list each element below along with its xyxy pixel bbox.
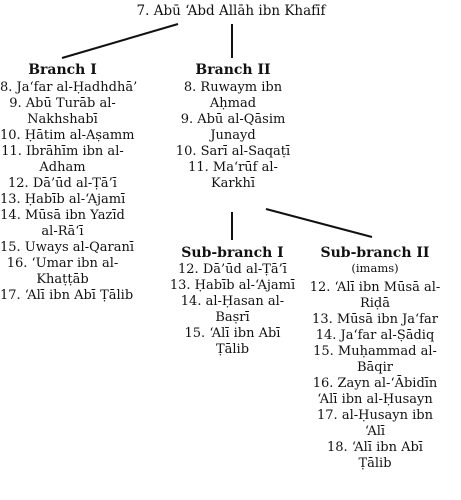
branch-1-entry-line: 13. Ḥabīb al-‘Ajamī xyxy=(0,192,126,207)
branch-1-entry: 16. ‘Umar ibn al-Khaṭṭāb xyxy=(0,256,125,288)
branch-2-entry-line: 10. Sarī al-Saqaṭī xyxy=(175,144,291,159)
branch-1-entry-line: 14. Mūsā ibn Yazīd xyxy=(0,208,125,223)
branch-1-entry: 17. ‘Alī ibn Abī Ṭālib xyxy=(0,288,134,304)
sub-branch-1-entry-line: 15. ‘Alī ibn Abī xyxy=(184,326,281,341)
sub-branch-2-title-text: Sub-branch II xyxy=(320,245,430,261)
sub-branch-2-entry-line: 13. Mūsā ibn Ja‘far xyxy=(312,312,438,327)
branch-1-entry-line: 9. Abū Turāb al- xyxy=(9,96,116,111)
branch-2-entry-line: 8. Ruwaym ibn xyxy=(183,80,283,95)
sub-branch-1-title: Sub-branch I xyxy=(165,245,300,262)
branch-2-title: Branch II xyxy=(168,62,298,79)
branch-1-entry-line: 10. Ḥātim al-Aṣamm xyxy=(0,128,135,143)
sub-branch-1-entry-line: 13. Ḥabīb al-‘Ajamī xyxy=(169,278,296,293)
sub-branch-2-entry-line: 17. al-Ḥusayn ibn xyxy=(317,408,433,423)
branch-2-title-text: Branch II xyxy=(195,62,271,78)
sub-branch-2-entry-line: Riḍā xyxy=(359,296,391,311)
branch-1-entry: 13. Ḥabīb al-‘Ajamī xyxy=(0,192,125,208)
branch-2-entry: 11. Ma‘rūf al-Karkhī xyxy=(168,160,298,192)
root-node: 7. Abū ‘Abd Allāh ibn Khafīf xyxy=(100,3,362,19)
branch-1-entry: 10. Ḥātim al-Aṣamm xyxy=(0,128,135,144)
connector-branch-2-to-sub-branch-2 xyxy=(265,208,373,238)
sub-branch-1-entry-line: Baṣrī xyxy=(215,310,250,325)
branch-1-entry-line: 17. ‘Alī ibn Abī Ṭālib xyxy=(0,288,134,303)
sub-branch-2-entry: 12. ‘Alī ibn Mūsā al-Riḍā xyxy=(300,280,450,312)
sub-branch-1-entry: 12. Dā’ūd al-Ṭā’ī xyxy=(165,262,300,278)
sub-branch-2-entry-line: ‘Alī xyxy=(364,424,386,439)
connector-root-to-branch-1 xyxy=(61,23,179,59)
branch-2-entry-line: Karkhī xyxy=(210,176,256,191)
sub-branch-1-entry: 14. al-Ḥasan al-Baṣrī xyxy=(165,294,300,326)
sub-branch-2-entry-line: Bāqir xyxy=(357,360,393,375)
branch-1-list: 8. Ja‘far al-Ḥadhdhā’9. Abū Turāb al-Nak… xyxy=(0,80,138,304)
branch-2-entry: 10. Sarī al-Saqaṭī xyxy=(168,144,298,160)
sub-branch-1-title-text: Sub-branch I xyxy=(181,245,284,261)
branch-2-entry-line: Aḥmad xyxy=(209,96,257,111)
sub-branch-2-subtitle: (imams) xyxy=(300,262,450,275)
sub-branch-2-entry: 14. Ja‘far al-Ṣādiq xyxy=(300,328,450,344)
branch-1-title: Branch I xyxy=(0,62,125,79)
sub-branch-2-entry: 17. al-Ḥusayn ibn‘Alī xyxy=(300,408,450,440)
branch-1-entry-line: Adham xyxy=(39,160,86,175)
sub-branch-2-entry-line: 18. ‘Alī ibn Abī xyxy=(327,440,423,455)
branch-1-entry-line: 12. Dā’ūd al-Ṭā’ī xyxy=(8,176,117,191)
sub-branch-2-title: Sub-branch II xyxy=(300,245,450,262)
sub-branch-2-entry-line: 14. Ja‘far al-Ṣādiq xyxy=(315,328,435,343)
branch-1-entry-line: Nakhshabī xyxy=(27,112,98,127)
branch-1-entry: 8. Ja‘far al-Ḥadhdhā’ xyxy=(0,80,138,96)
branch-1-title-text: Branch I xyxy=(28,62,97,78)
sub-branch-2-entry-line: ‘Alī ibn al-Ḥusayn xyxy=(317,392,433,407)
sub-branch-2-entry: 15. Muḥammad al-Bāqir xyxy=(300,344,450,376)
branch-1-entry-line: 15. Uways al-Qaranī xyxy=(0,240,134,255)
sub-branch-1-entry: 13. Ḥabīb al-‘Ajamī xyxy=(165,278,300,294)
sub-branch-1-entry-line: 12. Dā’ūd al-Ṭā’ī xyxy=(178,262,287,277)
branch-1-entry-line: 11. Ibrāhīm ibn al- xyxy=(1,144,124,159)
branch-1-entry-line: Khaṭṭāb xyxy=(36,272,89,287)
branch-1-entry: 11. Ibrāhīm ibn al-Adham xyxy=(0,144,125,176)
branch-2-entry-line: 11. Ma‘rūf al- xyxy=(188,160,278,175)
sub-branch-2-subtitle-text: (imams) xyxy=(351,261,399,275)
sub-branch-2-entry-line: 15. Muḥammad al- xyxy=(313,344,437,359)
branch-1-entry-line: 16. ‘Umar ibn al- xyxy=(6,256,119,271)
branch-2-entry-line: 9. Abū al-Qāsim xyxy=(180,112,286,127)
branch-1-entry-line: al-Rā‘ī xyxy=(41,224,84,239)
sub-branch-2-entry-line: 12. ‘Alī ibn Mūsā al- xyxy=(309,280,441,295)
sub-branch-2-entry-line: Ṭālib xyxy=(358,456,392,471)
branch-1-entry-line: 8. Ja‘far al-Ḥadhdhā’ xyxy=(0,80,138,95)
branch-2-entry-line: Junayd xyxy=(210,128,256,143)
sub-branch-1-entry-line: Ṭālib xyxy=(215,342,250,357)
branch-1-entry: 9. Abū Turāb al-Nakhshabī xyxy=(0,96,125,128)
sub-branch-2-entry-line: 16. Zayn al-‘Ābidīn xyxy=(312,376,438,391)
sub-branch-2-entry: 13. Mūsā ibn Ja‘far xyxy=(300,312,450,328)
root-label: 7. Abū ‘Abd Allāh ibn Khafīf xyxy=(136,3,326,19)
branch-1-entry: 12. Dā’ūd al-Ṭā’ī xyxy=(0,176,125,192)
sub-branch-1-entry-line: 14. al-Ḥasan al- xyxy=(180,294,285,309)
branch-1-entry: 15. Uways al-Qaranī xyxy=(0,240,134,256)
sub-branch-2-entry: 16. Zayn al-‘Ābidīn‘Alī ibn al-Ḥusayn xyxy=(300,376,450,408)
